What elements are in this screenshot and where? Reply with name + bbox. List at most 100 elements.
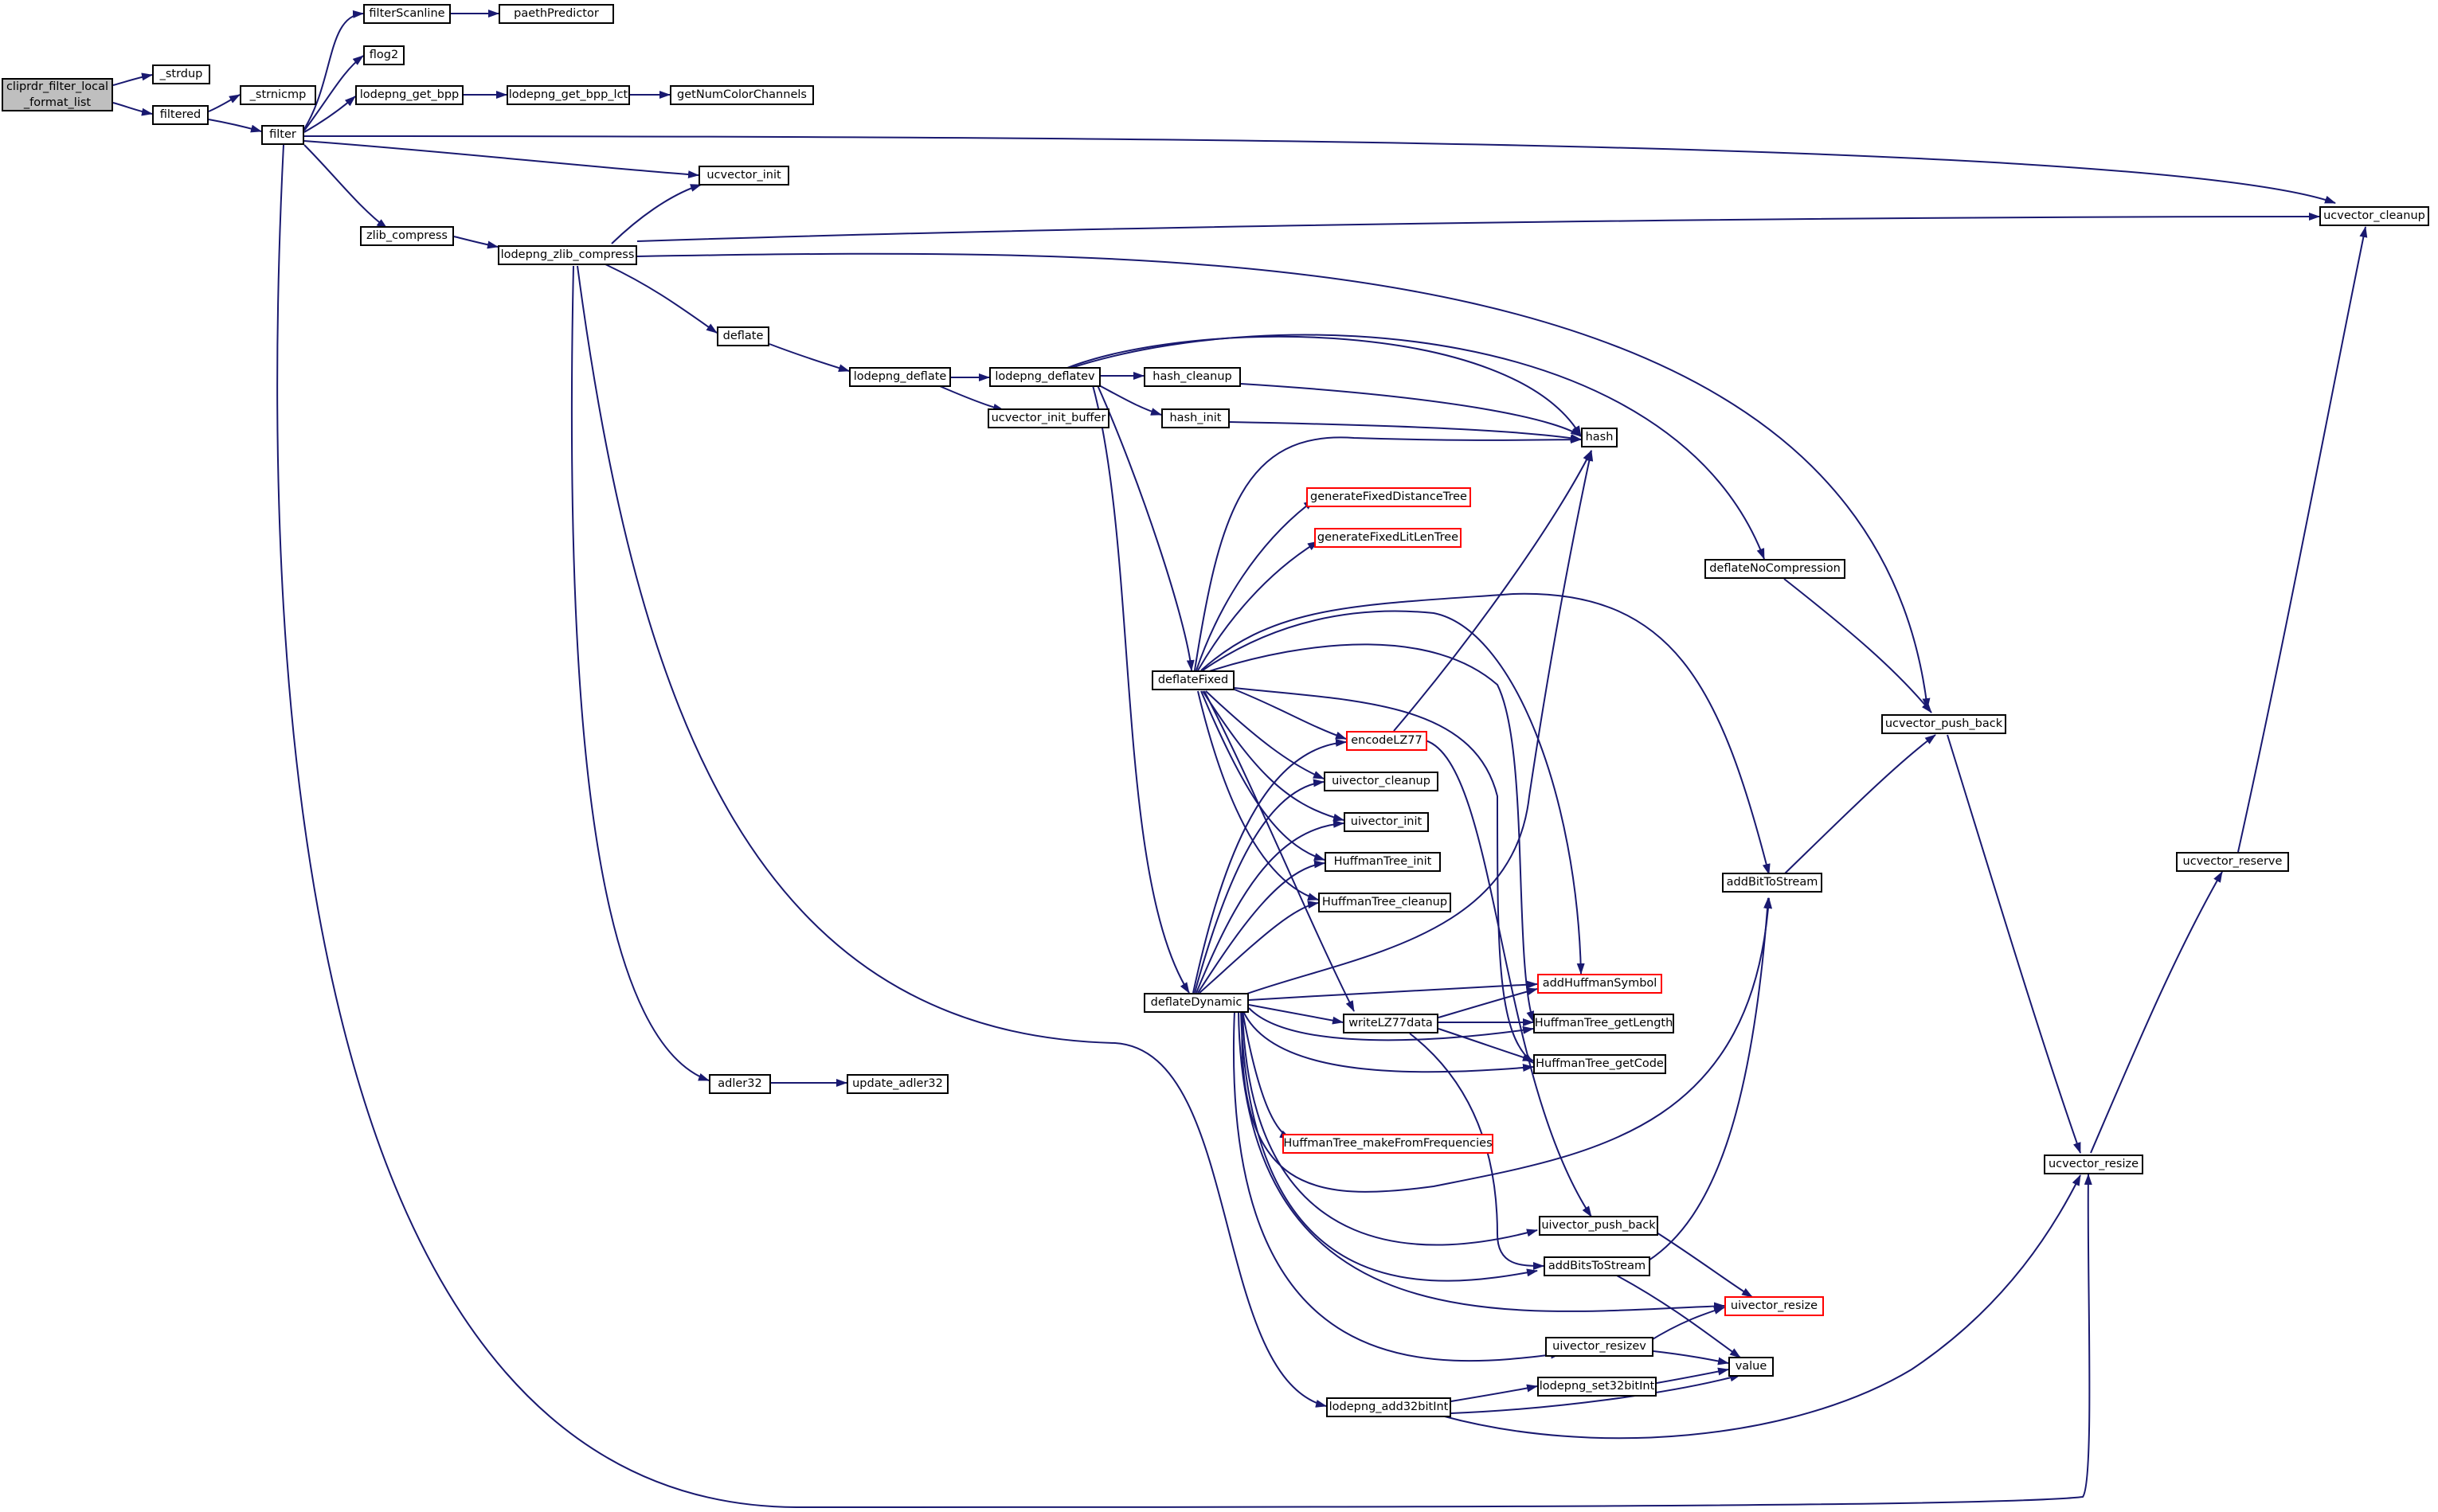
edge-dyn-HT_cleanup xyxy=(1199,901,1319,994)
node-ucvector-resize[interactable]: ucvector_resize xyxy=(2044,1155,2143,1174)
edge-deflatev-hash_init xyxy=(1098,385,1162,416)
node-lodepng-deflate[interactable]: lodepng_deflate xyxy=(849,367,951,387)
edge-filter-flog2 xyxy=(303,55,364,131)
node-lodepng-get-bpp-lct[interactable]: lodepng_get_bpp_lct xyxy=(507,85,630,105)
node-ucvector-init-buffer[interactable]: ucvector_init_buffer xyxy=(988,408,1109,428)
node-paethPredictor[interactable]: paethPredictor xyxy=(499,4,614,24)
node-generateFixedDistanceTree[interactable]: generateFixedDistanceTree xyxy=(1306,487,1471,507)
edge-zlib_compress-add32bitInt xyxy=(577,265,1327,1408)
edge-deflateFixed-uivector_cleanup xyxy=(1205,690,1325,779)
edge-filter-zlib_compress xyxy=(303,144,388,229)
edge-addBitToStream-ucvector_push_back xyxy=(1783,734,1936,875)
edge-ucvector_push_back-ucvector_resize xyxy=(1947,734,2081,1154)
edge-root-filtered xyxy=(112,102,153,116)
edge-deflateFixed-HT_getLength xyxy=(1203,643,1535,1022)
edge-deflateFixed-writeLZ77data xyxy=(1203,690,1355,1012)
node-update-adler32[interactable]: update_adler32 xyxy=(847,1074,949,1094)
node-hash[interactable]: hash xyxy=(1581,428,1618,447)
node-deflate[interactable]: deflate xyxy=(717,326,769,346)
edge-zlib_compress-adler32 xyxy=(570,265,710,1081)
node-filtered[interactable]: filtered xyxy=(152,105,209,125)
node-filter[interactable]: filter xyxy=(261,125,304,145)
edge-deflatev-deflateNoCompression xyxy=(1070,334,1765,560)
node-uivector-resizev[interactable]: uivector_resizev xyxy=(1545,1337,1653,1357)
node-lodepng-deflatev[interactable]: lodepng_deflatev xyxy=(989,367,1101,387)
edge-dyn-addHuffmanSymbol xyxy=(1248,980,1538,1001)
node-deflateDynamic[interactable]: deflateDynamic xyxy=(1144,993,1249,1013)
node-generateFixedLitLenTree[interactable]: generateFixedLitLenTree xyxy=(1314,528,1462,548)
edge-dyn-HT_init xyxy=(1197,860,1325,994)
edge-resizev-uivector_resize xyxy=(1648,1307,1725,1342)
edge-filtered-strnicmp xyxy=(208,94,241,112)
edge-zlib_compress-deflate xyxy=(605,264,718,334)
node-HuffmanTree-cleanup[interactable]: HuffmanTree_cleanup xyxy=(1318,893,1451,912)
edge-encodeLZ77-hash xyxy=(1393,450,1592,732)
node-addHuffmanSymbol[interactable]: addHuffmanSymbol xyxy=(1537,974,1662,994)
edge-deflatev-hash xyxy=(1066,335,1582,437)
edge-filter-lodepng_get_bpp xyxy=(303,96,356,133)
edge-deflateFixed-HT_getCode xyxy=(1234,687,1534,1064)
edge-deflateFixed-uivector_init xyxy=(1202,690,1344,822)
node-value[interactable]: value xyxy=(1728,1357,1774,1377)
edge-deflateFixed-genFixedLitLen xyxy=(1197,541,1319,671)
node-flog2[interactable]: flog2 xyxy=(363,45,405,65)
node-hash-init[interactable]: hash_init xyxy=(1161,408,1230,428)
edge-dyn-addBitsToStream xyxy=(1240,1010,1538,1282)
edge-deflateFixed-HT_cleanup xyxy=(1197,690,1319,901)
edge-lodepng_deflate-init_buffer xyxy=(939,385,1004,412)
node-filterScanline[interactable]: filterScanline xyxy=(363,4,451,24)
node-HuffmanTree-makeFromFrequencies[interactable]: HuffmanTree_makeFromFrequencies xyxy=(1282,1134,1493,1154)
node-strnicmp[interactable]: _strnicmp xyxy=(240,85,316,105)
node-uivector-push-back[interactable]: uivector_push_back xyxy=(1539,1216,1658,1236)
edge-add32bitInt-value xyxy=(1450,1373,1741,1414)
edge-filter-ucvector_cleanup-top xyxy=(303,135,2336,204)
node-ucvector-init[interactable]: ucvector_init xyxy=(699,166,789,186)
node-deflateFixed[interactable]: deflateFixed xyxy=(1152,670,1235,690)
node-strdup[interactable]: _strdup xyxy=(152,64,210,84)
edge-ucvector_resize-reserve xyxy=(2090,871,2223,1154)
edge-add32bitInt-ucvector_resize xyxy=(1441,1174,2081,1440)
edge-deflateFixed-hash xyxy=(1194,436,1582,671)
node-HuffmanTree-getCode[interactable]: HuffmanTree_getCode xyxy=(1533,1054,1666,1074)
node-hash-cleanup[interactable]: hash_cleanup xyxy=(1144,367,1241,387)
edge-dyn-uivector_push_back xyxy=(1242,1010,1538,1246)
node-uivector-resize[interactable]: uivector_resize xyxy=(1724,1296,1824,1316)
edge-zlib_compress-ucvector_cleanup xyxy=(636,213,2320,242)
node-writeLZ77data[interactable]: writeLZ77data xyxy=(1343,1014,1438,1033)
edge-reserve-ucvector_cleanup xyxy=(2237,226,2368,853)
edge-zlib-lodepng_zlib xyxy=(453,236,499,249)
node-lodepng-set32bitInt[interactable]: lodepng_set32bitInt xyxy=(1537,1377,1657,1397)
node-getNumColorChannels[interactable]: getNumColorChannels xyxy=(670,85,814,105)
edge-filter-ucvector_resize xyxy=(276,144,2092,1509)
node-HuffmanTree-init[interactable]: HuffmanTree_init xyxy=(1325,852,1441,872)
edge-hash_cleanup-hash xyxy=(1240,383,1582,437)
edge-deflateFixed-addBitToStream xyxy=(1200,592,1771,875)
node-ucvector-reserve[interactable]: ucvector_reserve xyxy=(2176,852,2289,872)
edge-dyn-HT_getLength xyxy=(1248,1007,1534,1041)
node-adler32[interactable]: adler32 xyxy=(709,1074,771,1094)
edge-filtered-filter xyxy=(208,119,262,133)
node-addBitsToStream[interactable]: addBitsToStream xyxy=(1544,1256,1650,1276)
node-zlib-compress[interactable]: zlib_compress xyxy=(360,226,454,246)
node-encodeLZ77[interactable]: encodeLZ77 xyxy=(1346,731,1427,751)
node-addBitToStream[interactable]: addBitToStream xyxy=(1722,873,1822,893)
node-ucvector-cleanup[interactable]: ucvector_cleanup xyxy=(2319,206,2429,226)
edge-dyn-HT_getCode xyxy=(1242,1009,1534,1073)
node-cliprdr-filter-local-format-list[interactable]: cliprdr_filter_local _format_list xyxy=(2,78,113,111)
node-uivector-init[interactable]: uivector_init xyxy=(1344,812,1429,832)
edge-deflateFixed-addHuffmanSymbol xyxy=(1202,610,1585,975)
edge-deflateFixed-encodeLZ77 xyxy=(1234,689,1347,740)
node-lodepng-zlib-compress[interactable]: lodepng_zlib_compress xyxy=(498,245,637,265)
node-uivector-cleanup[interactable]: uivector_cleanup xyxy=(1324,772,1438,791)
node-lodepng-get-bpp[interactable]: lodepng_get_bpp xyxy=(355,85,464,105)
node-lodepng-add32bitInt[interactable]: lodepng_add32bitInt xyxy=(1326,1397,1451,1417)
node-deflateNoCompression[interactable]: deflateNoCompression xyxy=(1704,559,1845,579)
edge-deflateNoCompression-ucvector_push_back xyxy=(1783,578,1932,713)
edge-writeLZ77-HT_getCode xyxy=(1438,1028,1534,1061)
node-HuffmanTree-getLength[interactable]: HuffmanTree_getLength xyxy=(1533,1014,1674,1033)
edge-encodeLZ77-uivector_push_back xyxy=(1425,740,1592,1217)
edge-uivector_push_back-uivector_resize xyxy=(1656,1232,1753,1298)
node-ucvector-push-back[interactable]: ucvector_push_back xyxy=(1881,714,2006,734)
edge-deflate-lodepng_deflate xyxy=(769,343,850,372)
